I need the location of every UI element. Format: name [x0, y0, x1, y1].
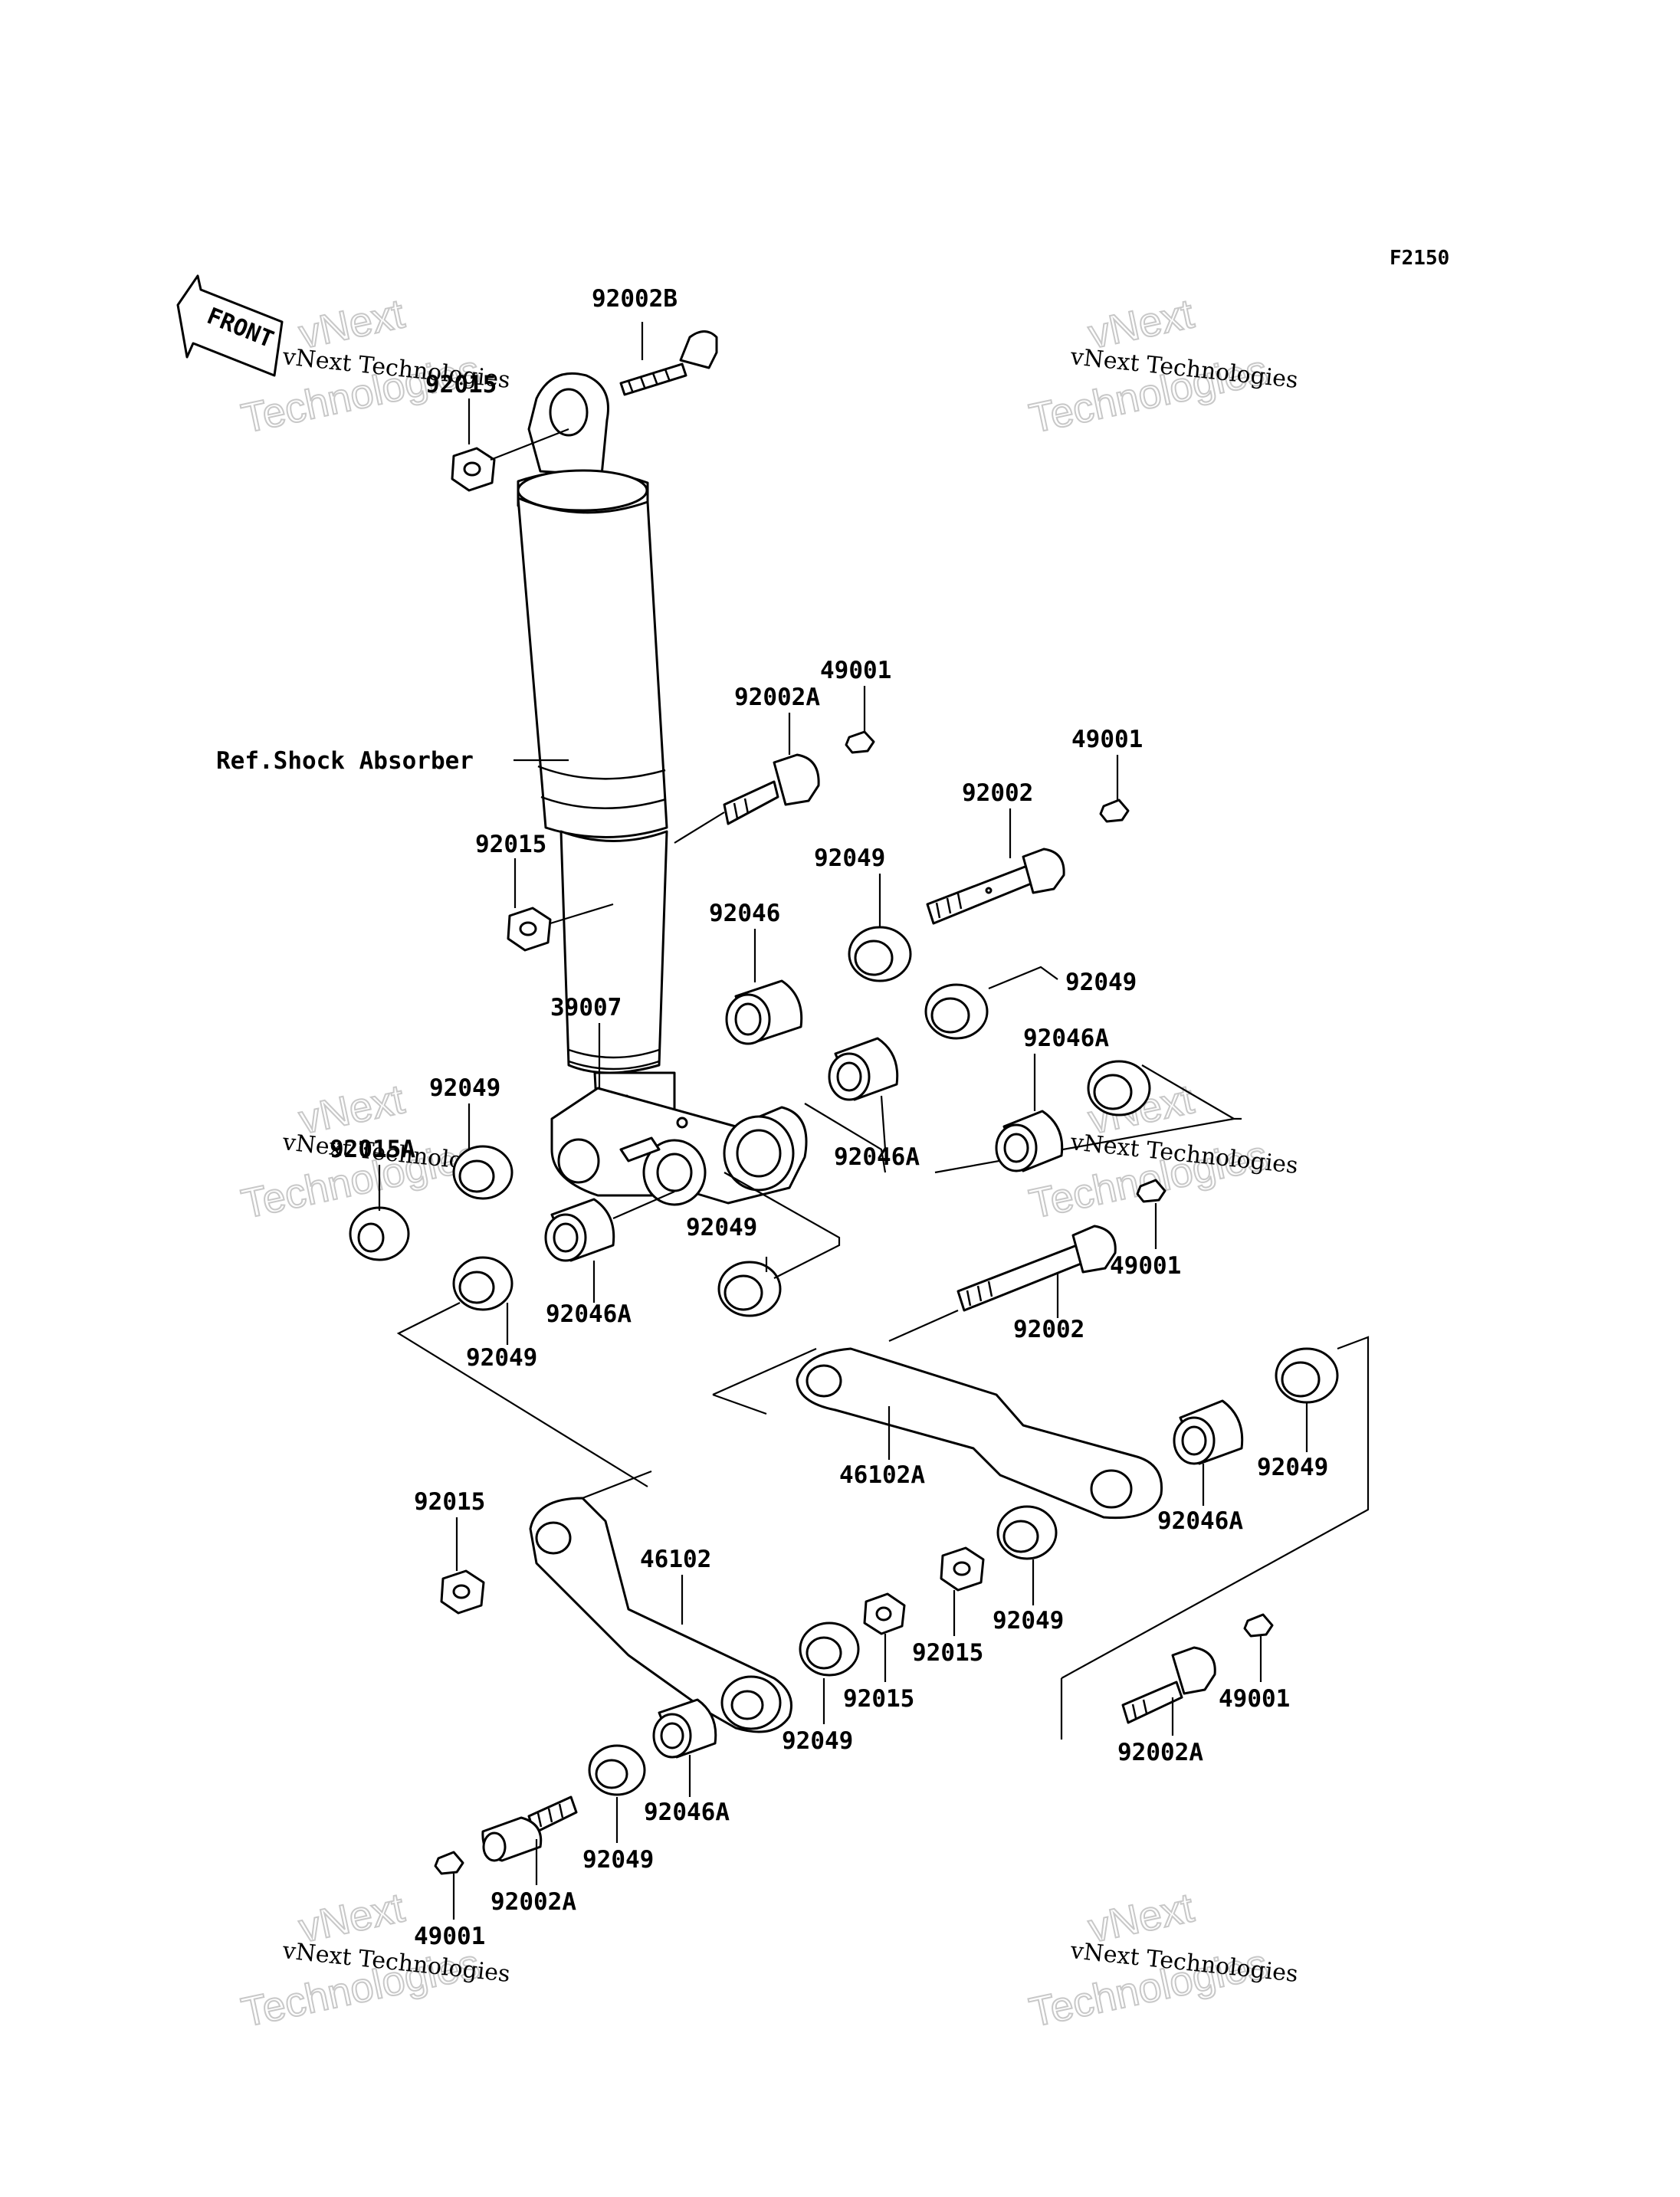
front-arrow-icon: FRONT	[176, 274, 284, 377]
bolt-92002a-top	[723, 753, 820, 825]
callout-92002a-top: 92002A	[734, 684, 820, 711]
callout-49001-a: 49001	[820, 657, 891, 684]
watermark-top-left: vNext Technologies vNext Technologies	[237, 290, 511, 442]
grease-fitting-49001-e	[434, 1851, 464, 1875]
callout-92002-top: 92002	[962, 779, 1033, 807]
callout-92046: 92046	[709, 900, 780, 927]
leader-46102a	[712, 1347, 891, 1460]
callout-92049-a: 92049	[814, 844, 885, 872]
bearing-92046a-e	[652, 1698, 717, 1759]
leader-92046a-a	[804, 1095, 887, 1173]
grease-fitting-49001-a	[845, 730, 875, 754]
collar-92015a	[349, 1206, 410, 1261]
bearing-92046a-c	[544, 1198, 615, 1262]
collar-92049-c	[1087, 1060, 1151, 1117]
callout-92015-top: 92015	[425, 371, 497, 398]
callout-92046a-a: 92046A	[834, 1143, 920, 1171]
nut-92015-shock	[507, 907, 552, 952]
callout-92015-link: 92015	[414, 1488, 485, 1516]
leader-92015-shock	[514, 858, 614, 925]
leader-92015-top	[468, 398, 569, 461]
bolt-92002a-right	[1121, 1646, 1216, 1724]
leader-92049-e	[396, 1302, 648, 1487]
bolt-92002a-bottom	[481, 1795, 578, 1862]
shock-absorber	[517, 372, 676, 1146]
bolt-92002-top	[926, 848, 1065, 925]
callout-92015a: 92015A	[330, 1136, 415, 1163]
collar-92049-f	[1275, 1347, 1339, 1404]
bearing-92046a-a	[828, 1037, 899, 1101]
watermark-mid-right: vNext Technologies vNext Technologies	[1025, 1075, 1299, 1228]
collar-92049-e	[452, 1256, 514, 1311]
callout-92049-left: 92049	[429, 1074, 500, 1102]
grease-fitting-49001-d	[1243, 1613, 1274, 1638]
leader-92002a-top	[674, 713, 791, 844]
collar-92049-g	[799, 1622, 860, 1677]
rocker-arm-39007	[550, 1087, 808, 1206]
leader-92002a-right	[1060, 1678, 1174, 1740]
callout-92015-c: 92015	[912, 1639, 983, 1667]
callout-46102: 46102	[640, 1546, 711, 1573]
leader-92049-c	[934, 1064, 1242, 1174]
link-46102a	[796, 1347, 1163, 1520]
watermark-bottom-left: vNext Technologies vNext Technologies	[237, 1884, 511, 2036]
collar-92049-i	[588, 1744, 646, 1796]
callout-39007: 39007	[550, 994, 622, 1021]
nut-92015-top	[451, 447, 496, 492]
bolt-92002-mid	[956, 1225, 1117, 1312]
callout-92046a-b: 92046A	[1023, 1025, 1109, 1052]
callout-92046a-d: 92046A	[1157, 1507, 1243, 1535]
callout-92049-h: 92049	[993, 1607, 1064, 1635]
leader-92046a-c	[592, 1190, 675, 1303]
leader-92002-mid	[888, 1272, 1059, 1343]
collar-92049-left	[452, 1145, 514, 1200]
grease-fitting-49001-b	[1099, 798, 1130, 823]
callout-92015-mid: 92015	[843, 1685, 914, 1713]
nut-92015-link	[440, 1569, 485, 1615]
leader-46102	[582, 1470, 684, 1625]
callout-92015-shock: 92015	[475, 831, 546, 858]
callout-92002a-bottom: 92002A	[491, 1888, 576, 1916]
callout-92049-e: 92049	[466, 1344, 537, 1372]
collar-92049-d	[717, 1261, 782, 1317]
watermark-top-right: vNext Technologies vNext Technologies	[1025, 290, 1299, 442]
callout-92002b: 92002B	[592, 285, 678, 313]
figure-code: F2150	[1390, 247, 1449, 270]
callout-49001-b: 49001	[1071, 726, 1143, 753]
leader-92049-d	[724, 1172, 841, 1279]
collar-92049-b	[924, 983, 989, 1040]
callout-92002-mid: 92002	[1013, 1316, 1084, 1343]
callout-92049-g: 92049	[782, 1727, 853, 1755]
callout-49001-e: 49001	[414, 1923, 485, 1950]
nut-92015-c	[940, 1546, 985, 1592]
callout-92049-f: 92049	[1257, 1454, 1328, 1481]
callout-92049-d: 92049	[686, 1214, 757, 1241]
grease-fitting-49001-c	[1136, 1179, 1166, 1203]
ref-shock-absorber-label: Ref.Shock Absorber	[216, 747, 474, 775]
callout-49001-d: 49001	[1219, 1685, 1290, 1713]
nut-92015-mid	[863, 1592, 906, 1635]
bolt-92002b	[619, 330, 718, 396]
leader-92049-b	[988, 966, 1058, 990]
callout-92049-i: 92049	[582, 1846, 654, 1874]
callout-92049-b: 92049	[1065, 969, 1137, 996]
callout-46102a: 46102A	[839, 1461, 925, 1489]
bearing-92046a-b	[995, 1110, 1064, 1172]
callout-49001-c: 49001	[1110, 1252, 1181, 1280]
bearing-92046	[725, 979, 803, 1045]
callout-92002a-right: 92002A	[1117, 1739, 1203, 1766]
bearing-92046a-d	[1173, 1399, 1244, 1465]
callout-92046a-e: 92046A	[644, 1799, 730, 1826]
link-46102	[529, 1497, 792, 1733]
collar-92049-h	[996, 1505, 1058, 1560]
watermark-bottom-right: vNext Technologies vNext Technologies	[1025, 1884, 1299, 2036]
leader-92049-f	[1061, 1336, 1370, 1679]
collar-92049-a	[848, 926, 912, 982]
callout-92046a-c: 92046A	[546, 1300, 632, 1328]
